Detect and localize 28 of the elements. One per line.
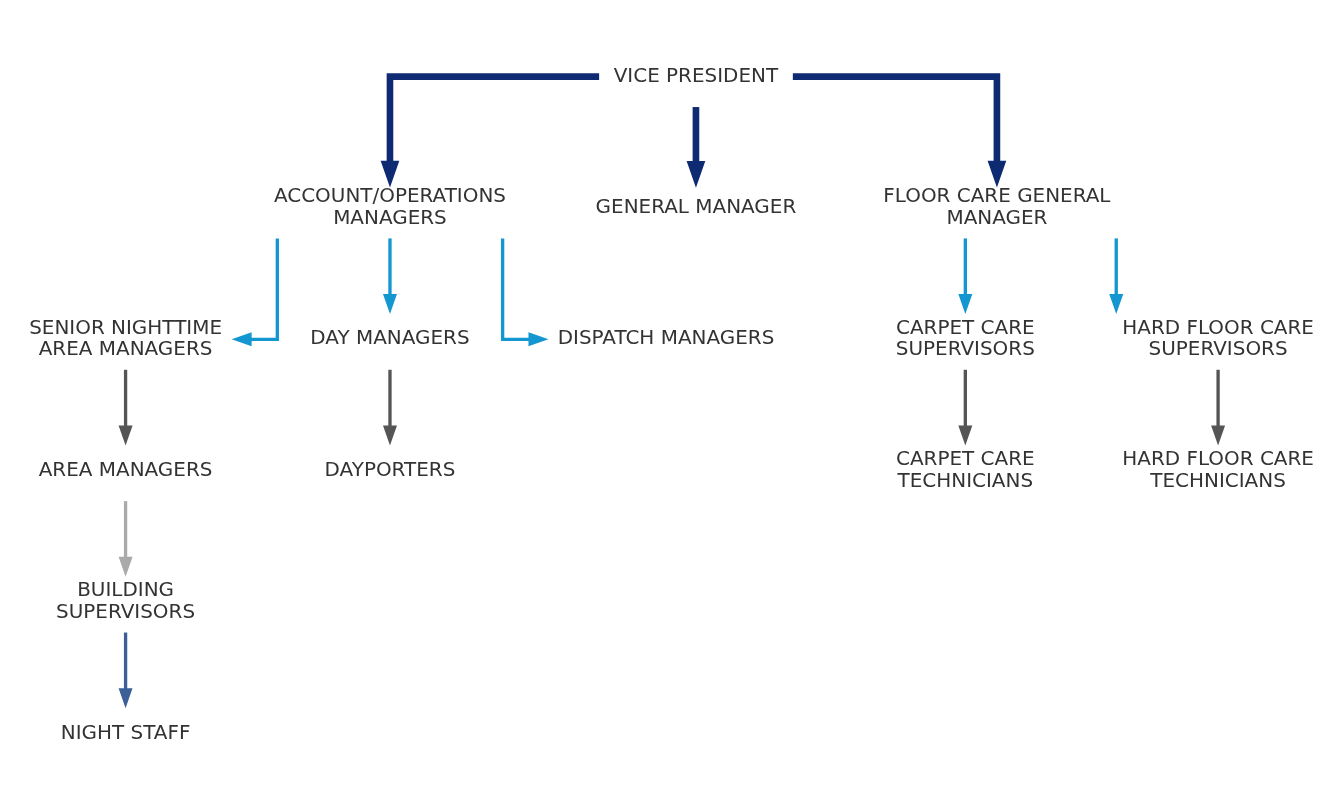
arrow [118,369,133,446]
node-text: VICE PRESIDENT [613,62,779,87]
node-text: SENIOR NIGHTTIME AREA MANAGERS [29,314,223,361]
node-text: BUILDING SUPERVISORS [56,577,196,624]
node-text: DAYPORTERS [324,456,456,481]
node-text: DAY MANAGERS [310,325,470,350]
arrow [500,238,549,347]
node-text: CARPET CARE SUPERVISORS [895,314,1035,361]
node-text: AREA MANAGERS [38,456,213,481]
arrow [382,238,397,315]
arrow [1211,369,1226,446]
arrow [382,369,397,446]
node-text: ACCOUNT/OPERATIONS MANAGERS [273,183,506,229]
node-text: FLOOR CARE GENERAL MANAGER [883,183,1111,229]
arrow [231,238,279,347]
node-text: NIGHT STAFF [60,719,191,744]
arrow [380,73,600,188]
arrow [1109,238,1124,315]
arrow [958,369,973,446]
node-text: GENERAL MANAGER [595,194,797,219]
arrow [118,632,133,709]
node-text: DISPATCH MANAGERS [557,325,775,350]
arrow [958,238,973,315]
node-text: HARD FLOOR CARE SUPERVISORS [1122,314,1314,361]
arrow [792,73,1007,188]
node-text: CARPET CARE TECHNICIANS [896,446,1035,492]
arrow [118,501,133,577]
node-text: HARD FLOOR CARE TECHNICIANS [1122,446,1314,492]
